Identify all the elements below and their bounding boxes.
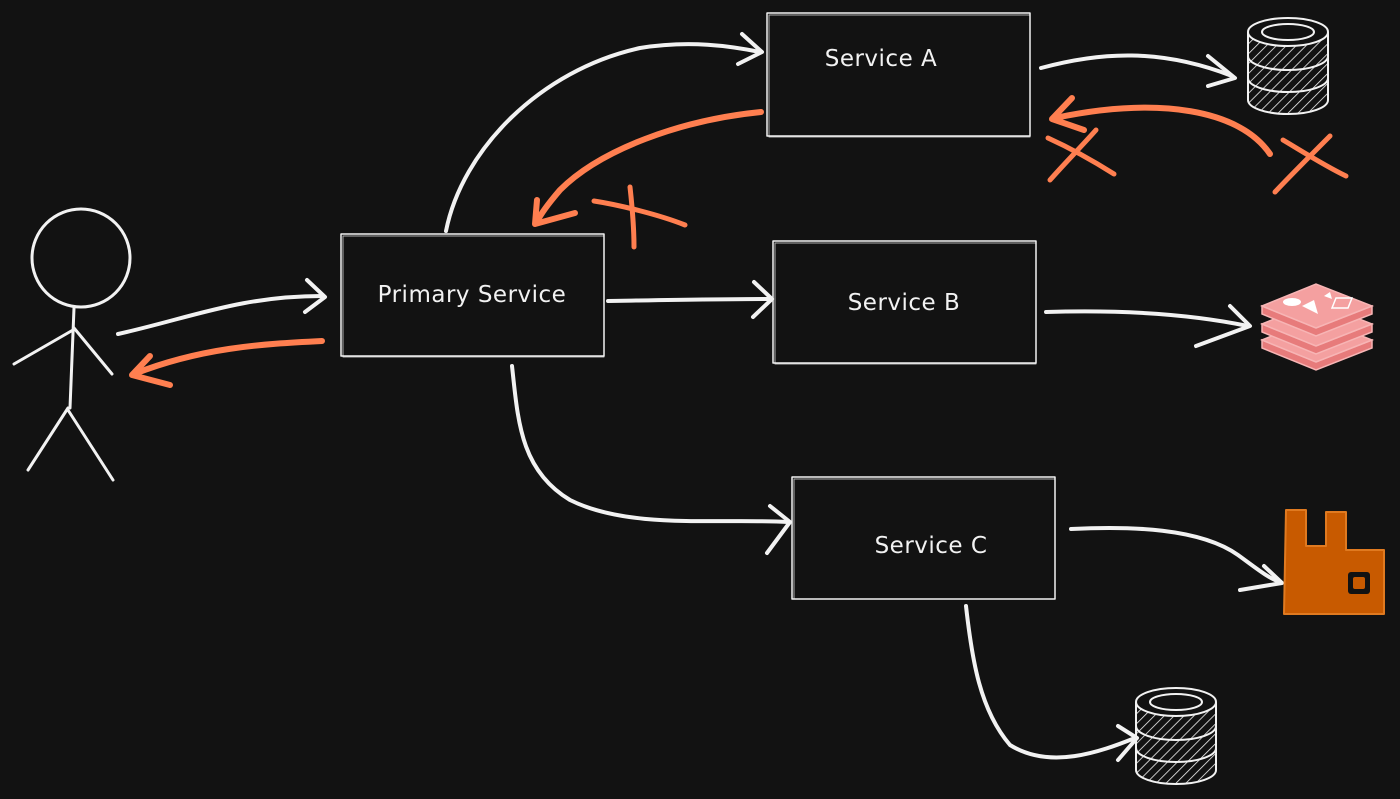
arrow-primary-to-service-c	[510, 364, 792, 555]
failure-x-mark-service-a	[1045, 127, 1117, 183]
arrow-database-to-service-a-failure	[1049, 95, 1273, 157]
database-icon	[1247, 17, 1329, 115]
service-a-box: Service A	[766, 12, 1031, 138]
arrow-service-a-to-database	[1039, 53, 1237, 88]
service-c-box: Service C	[791, 476, 1056, 600]
database-icon	[1135, 687, 1217, 785]
service-a-label: Service A	[825, 46, 938, 72]
message-queue-icon	[1283, 509, 1385, 615]
cache-stack-icon	[1260, 283, 1375, 371]
service-c-label: Service C	[875, 533, 988, 559]
service-b-label: Service B	[848, 290, 961, 316]
primary-service-box: Primary Service	[340, 233, 605, 358]
arrow-primary-to-user-failure	[129, 338, 325, 388]
failure-x-mark-database	[1272, 133, 1349, 195]
failure-x-mark-primary	[591, 184, 688, 250]
primary-service-label: Primary Service	[378, 282, 567, 308]
arrow-service-c-to-database	[964, 604, 1139, 762]
arrow-primary-to-service-b	[606, 280, 774, 319]
arrow-user-to-primary	[116, 278, 327, 336]
arrow-primary-to-service-a	[444, 32, 764, 233]
arrow-service-b-to-cache	[1044, 304, 1252, 348]
service-b-box: Service B	[772, 240, 1037, 365]
arrow-service-c-to-queue	[1069, 525, 1284, 592]
user-icon	[12, 207, 132, 482]
arrow-service-a-to-primary-failure	[532, 109, 764, 227]
